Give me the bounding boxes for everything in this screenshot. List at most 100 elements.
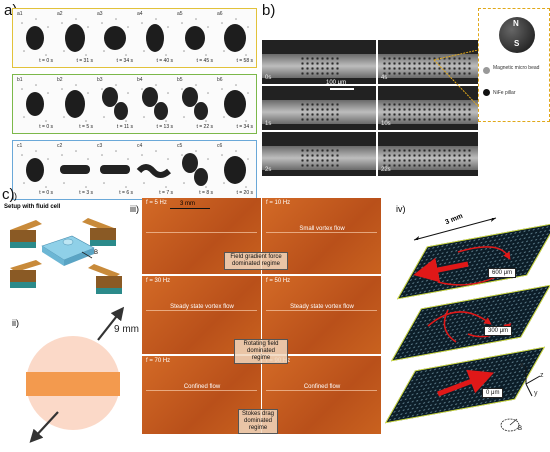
frame-frequency: f = 30 Hz — [146, 278, 171, 284]
cell-time: t = 6 s — [119, 190, 133, 196]
droplet-shape — [101, 84, 129, 122]
droplet-shape — [100, 150, 130, 188]
cell-time: t = 11 s — [116, 124, 133, 130]
dimension-arrow — [29, 306, 125, 443]
cell-time: t = 0 s — [39, 190, 53, 196]
panel-c-iii-label: iii) — [130, 204, 139, 214]
cell-id: b6 — [217, 77, 223, 83]
channel-edge — [146, 232, 257, 233]
cell-id: a5 — [177, 11, 183, 17]
droplet-shape — [61, 18, 89, 56]
flow-description: Steady state vortex flow — [290, 304, 354, 310]
panel-b-frame: 4s — [378, 40, 478, 84]
droplet-shape — [221, 18, 249, 56]
pillar-array — [382, 148, 472, 168]
cell-id: a6 — [217, 11, 223, 17]
droplet-shape — [221, 150, 249, 188]
cell-time: t = 22 s — [196, 124, 213, 130]
cell-time: t = 34 s — [236, 124, 253, 130]
droplet-shape — [136, 150, 171, 188]
panel-a-cell: a6 t = 58 s — [216, 11, 254, 65]
cell-id: b1 — [17, 77, 23, 83]
bead-legend-icon — [483, 67, 490, 74]
setup-b-label: B — [94, 250, 99, 256]
frame-frequency: f = 5 Hz — [146, 200, 167, 206]
cell-time: t = 3 s — [79, 190, 93, 196]
depth-label-600: 600 μm — [488, 268, 517, 278]
regime-box-gradient: Field gradient force dominated regime — [224, 252, 288, 270]
depth-label-0: 0 μm — [482, 388, 504, 398]
civ-b-label: B — [518, 426, 523, 432]
magnet-bead-icon — [499, 17, 535, 53]
ciii-scale-bar — [170, 208, 210, 209]
cell-time: t = 58 s — [236, 58, 253, 64]
cell-time: t = 40 s — [156, 58, 173, 64]
panel-b-frame: 22s — [378, 132, 478, 176]
pillar-legend-label: NiFe pillar — [493, 90, 516, 96]
cell-id: a1 — [17, 11, 23, 17]
droplet-shape — [61, 84, 89, 122]
frame-frequency: f = 50 Hz — [266, 278, 291, 284]
cell-time: t = 20 s — [236, 190, 253, 196]
cell-time: t = 5 s — [79, 124, 93, 130]
cell-time: t = 31 s — [76, 58, 93, 64]
droplet-shape — [181, 18, 209, 56]
panel-a-cell: c6 t = 20 s — [216, 143, 254, 197]
channel-edge — [146, 310, 257, 311]
frame-timestamp: 2s — [265, 167, 272, 173]
cell-id: b4 — [137, 77, 143, 83]
droplet-shape — [221, 84, 249, 122]
frame-timestamp: 4s — [381, 75, 388, 81]
regime-box-stokes: Stokes drag dominated regime — [238, 409, 278, 434]
frame-timestamp: 1s — [265, 121, 272, 127]
setup-title: Setup with fluid cell — [4, 204, 61, 210]
frame-frequency: f = 70 Hz — [146, 358, 171, 364]
pillar-array — [382, 102, 472, 122]
cell-id: c4 — [137, 143, 143, 149]
scale-bar-label: 100 μm — [326, 80, 347, 86]
magnet-inset: N S Magnetic micro bead NiFe pillar — [478, 8, 550, 122]
pillar-array — [382, 56, 472, 76]
ciii-scale-label: 3 mm — [180, 201, 195, 207]
pillar-legend-icon — [483, 89, 490, 96]
droplet-shape — [21, 18, 49, 56]
cell-id: c1 — [17, 143, 23, 149]
panel-c-i-label: i) — [12, 191, 17, 201]
channel-edge — [266, 390, 377, 391]
cell-time: t = 8 s — [199, 190, 213, 196]
inset-pointer-lines — [433, 50, 479, 107]
droplet-shape — [141, 18, 169, 56]
droplet-shape — [21, 150, 49, 188]
scale-bar — [330, 88, 354, 90]
panel-a-cell: a2 t = 31 s — [56, 11, 94, 65]
cell-id: b5 — [177, 77, 183, 83]
flow-description: Steady state vortex flow — [170, 304, 234, 310]
channel-edge — [266, 310, 377, 311]
cell-id: b3 — [97, 77, 103, 83]
cell-id: a2 — [57, 11, 63, 17]
panel-b-frame: 0s — [262, 40, 376, 84]
fluid-cell-setup — [10, 218, 122, 294]
cell-id: c6 — [217, 143, 223, 149]
panel-c-ii-label: ii) — [12, 318, 19, 328]
frame-timestamp: 22s — [381, 167, 391, 173]
rotating-field-icon — [500, 418, 520, 432]
panel-a-cell: b5 t = 22 s — [176, 77, 214, 131]
frame-timestamp: 10s — [381, 121, 391, 127]
axis-y-label: y — [534, 390, 538, 397]
north-label: N — [513, 19, 519, 28]
pillar-array — [300, 148, 340, 168]
panel-c-label: c) — [2, 186, 15, 203]
